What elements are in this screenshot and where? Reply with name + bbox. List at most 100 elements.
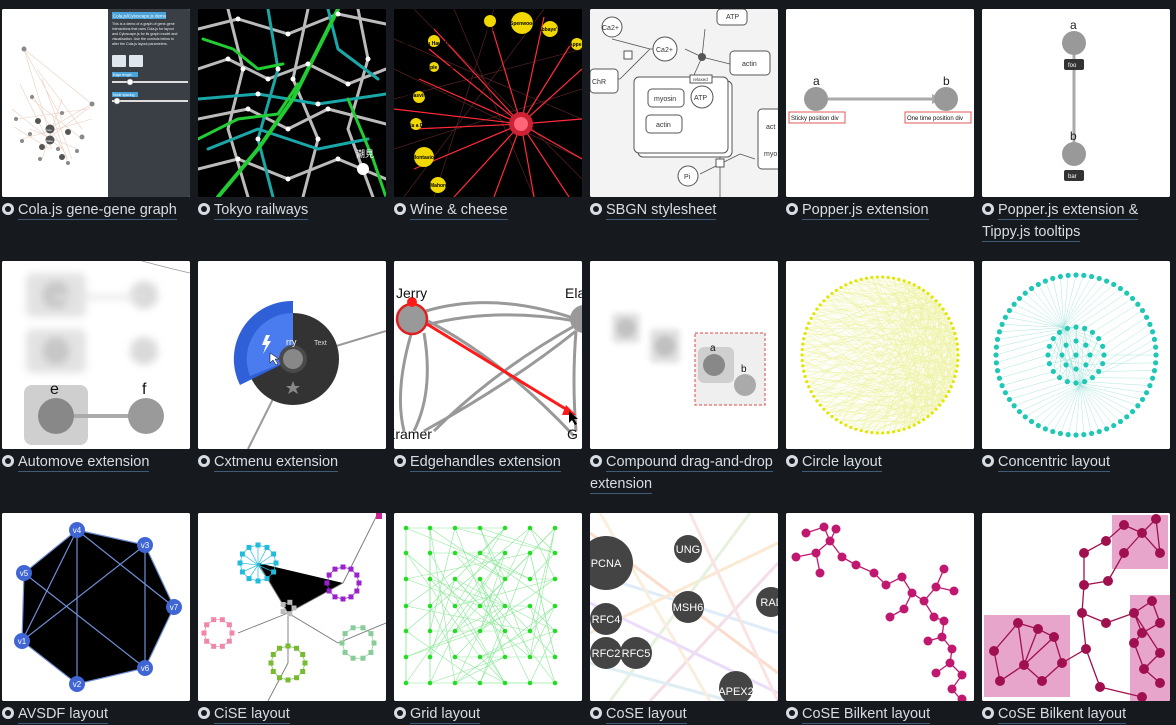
example-title[interactable]: Popper.js extension & Tippy.js tooltips [982, 202, 1139, 242]
example-title[interactable]: Automove extension [18, 454, 150, 472]
concentric-node [1096, 335, 1102, 342]
circle-node [839, 420, 843, 425]
cise-node [368, 649, 374, 655]
thumbnail-edgehandles[interactable]: Jerry Ela Kramer G [394, 261, 582, 449]
thumbnail-popper[interactable]: a b Sticky position div One time positio… [786, 9, 974, 197]
bolt-icon [262, 335, 271, 354]
example-title[interactable]: CoSE layout [606, 706, 687, 724]
cise-node [226, 622, 232, 628]
example-title[interactable]: Cxtmenu extension [214, 454, 339, 472]
cola-info-button [129, 55, 143, 67]
cise-node [204, 622, 210, 628]
cheese-label: Cheddar [480, 27, 500, 33]
grid-node [403, 680, 409, 686]
cxtmenu-node-label: rry [286, 337, 297, 347]
cise-node [246, 544, 252, 550]
grid-node [452, 628, 458, 634]
concentric-node [996, 329, 1003, 335]
cola-shuffle-button [112, 55, 126, 67]
grid-node [552, 525, 558, 531]
concentric-node [1129, 408, 1136, 415]
github-icon [394, 707, 406, 719]
circle-node [802, 337, 806, 341]
example-title[interactable]: Cola.js gene-gene graph [18, 202, 177, 220]
thumbnail-cola[interactable]: Irwe Pabe Cola.js/Cytoscape.js demo This… [2, 9, 190, 197]
thumbnail-cose[interactable]: PCNA UNG MSH6 RAD RFC4 RFC2 RFC5 APEX2 [590, 513, 778, 701]
example-title[interactable]: CiSE layout [214, 706, 290, 724]
thumbnail-cise[interactable] [198, 513, 386, 701]
sbgn-label: ATP [726, 14, 739, 21]
example-title[interactable]: Grid layout [410, 706, 481, 724]
cola-panel-text: alter the Cola.js layout parameters. [112, 42, 168, 46]
grid-node [552, 654, 558, 660]
avsdf-node-label: v6 [141, 664, 150, 673]
grid-node [502, 576, 508, 582]
star-icon [286, 381, 300, 394]
example-title[interactable]: CoSE Bilkent layout [802, 706, 931, 724]
example-title[interactable]: Popper.js extension [802, 202, 929, 220]
cise-node [339, 640, 345, 646]
thumbnail-cose-bilkent[interactable] [786, 513, 974, 701]
thumbnail-avsdf[interactable]: v4 v3 v5 v7 v1 v6 v2 [2, 513, 190, 701]
cise-node [360, 625, 366, 631]
concentric-node [1035, 281, 1041, 288]
concentric-node [1149, 329, 1156, 335]
thumbnail-concentric[interactable] [982, 261, 1170, 449]
circle-node [803, 374, 807, 379]
popper-node-label: a [813, 74, 820, 88]
concentric-node [1056, 375, 1063, 381]
cise-node [287, 611, 293, 617]
cise-node [340, 596, 346, 602]
thumbnail-cose-bilkent-compound[interactable] [982, 513, 1170, 701]
example-title[interactable]: Circle layout [802, 454, 882, 472]
cose-layout-graph: PCNA UNG MSH6 RAD RFC4 RFC2 RFC5 APEX2 [590, 513, 778, 701]
circle-node [951, 326, 955, 330]
thumbnail-sbgn[interactable]: ATP Ca2+ Ca2+ actin ChR myosin ATP actin… [590, 9, 778, 197]
sbgn-label: myo [764, 151, 777, 158]
thumbnail-tokyo[interactable]: 潮見 [198, 9, 386, 197]
example-title[interactable]: Edgehandles extension [410, 454, 561, 472]
concentric-node [1129, 295, 1136, 302]
example-title[interactable]: AVSDF layout [18, 706, 108, 724]
sbgn-label: ATP [694, 95, 707, 102]
example-title[interactable]: Concentric layout [998, 454, 1111, 472]
cise-node [348, 566, 354, 572]
concentric-node [1073, 432, 1079, 438]
concentric-node [1111, 422, 1117, 429]
thumbnail-automove[interactable]: e f [2, 261, 190, 449]
circle-node [897, 277, 901, 281]
cose-node-label: RAD [760, 597, 778, 609]
example-title[interactable]: Wine & cheese [410, 202, 508, 220]
github-icon [198, 203, 210, 215]
cise-node [356, 580, 362, 586]
example-title[interactable]: Tokyo railways [214, 202, 309, 220]
example-title[interactable]: Compound drag-and-drop extension [590, 454, 773, 494]
cise-node [219, 643, 225, 649]
concentric-node [1073, 338, 1079, 344]
cxtmenu-demo: rry Text [198, 261, 386, 449]
concentric-node [1124, 290, 1130, 296]
grid-node [477, 654, 483, 660]
cola-node-label: Irwe [46, 128, 52, 132]
mouse-cursor-icon [569, 411, 578, 425]
thumbnail-wine-cheese[interactable]: Cheddar Spenwood Vacherin du Haut-Doubs … [394, 9, 582, 197]
circle-node [815, 399, 819, 403]
cise-node [326, 588, 332, 594]
circle-node [881, 431, 885, 435]
thumbnail-tippy[interactable]: a b foo bar [982, 9, 1170, 197]
cheese-label: Appe [569, 42, 582, 48]
grid-node [427, 525, 433, 531]
thumbnail-grid[interactable] [394, 513, 582, 701]
circle-node [953, 331, 957, 336]
cise-node [268, 660, 274, 666]
grid-node [527, 525, 533, 531]
circle-node [800, 347, 804, 352]
example-title[interactable]: SBGN stylesheet [606, 202, 717, 220]
thumbnail-cxtmenu[interactable]: rry Text [198, 261, 386, 449]
example-title[interactable]: CoSE Bilkent layout [998, 706, 1127, 724]
grid-node [427, 550, 433, 556]
thumbnail-compound-dnd[interactable]: a b [590, 261, 778, 449]
thumbnail-circle[interactable] [786, 261, 974, 449]
cise-node [342, 631, 348, 637]
github-icon [982, 455, 994, 467]
